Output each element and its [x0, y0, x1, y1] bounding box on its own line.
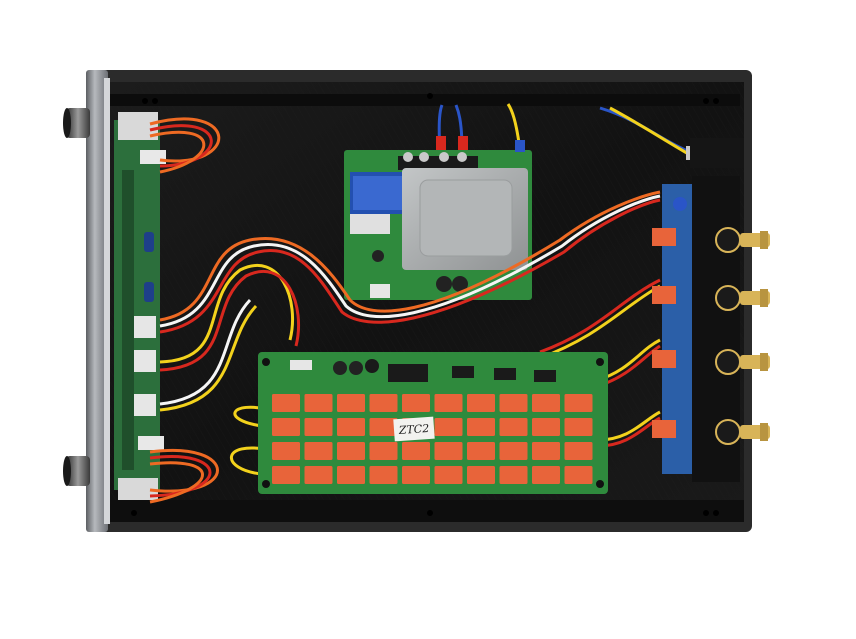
output-relays	[652, 228, 676, 438]
signal-cables	[159, 190, 661, 476]
relay	[467, 466, 495, 484]
relay	[272, 466, 300, 484]
relay	[337, 418, 365, 436]
relay	[532, 394, 560, 412]
relay	[304, 442, 333, 460]
handwritten-note: ZTC2	[397, 422, 429, 437]
relay	[564, 418, 593, 436]
relay	[434, 418, 463, 436]
relay	[467, 418, 495, 436]
relay	[499, 394, 528, 412]
relay	[532, 418, 560, 436]
relay	[467, 442, 495, 460]
relay	[564, 394, 593, 412]
relay	[467, 394, 495, 412]
relay	[337, 394, 365, 412]
relay	[304, 466, 333, 484]
relay	[434, 394, 463, 412]
front-wire-loops	[149, 117, 221, 504]
front-panel	[86, 70, 110, 532]
rca-jack	[715, 227, 770, 253]
relay	[434, 466, 463, 484]
front-control-board	[114, 112, 166, 500]
relay	[369, 442, 398, 460]
relay	[402, 442, 430, 460]
relay	[532, 442, 560, 460]
relay	[499, 466, 528, 484]
relay	[532, 466, 560, 484]
relay	[402, 394, 430, 412]
relay	[369, 418, 398, 436]
output-relay	[652, 228, 676, 246]
handwritten-label: ZTC2	[393, 416, 435, 442]
relay	[304, 394, 333, 412]
relay	[499, 418, 528, 436]
relay	[272, 394, 300, 412]
relay	[369, 394, 398, 412]
relay	[564, 442, 593, 460]
relay	[337, 442, 365, 460]
power-supply-board	[344, 150, 532, 300]
output-relay	[652, 420, 676, 438]
relay	[434, 442, 463, 460]
relay	[369, 466, 398, 484]
rca-output-jacks	[715, 227, 770, 445]
relay	[304, 418, 333, 436]
relay	[402, 466, 430, 484]
relay	[272, 418, 300, 436]
input-knob	[63, 456, 90, 486]
relay	[564, 466, 593, 484]
rca-jack	[715, 349, 770, 375]
output-relay	[652, 350, 676, 368]
rca-jack	[715, 285, 770, 311]
volume-knob	[63, 108, 90, 138]
relay	[272, 442, 300, 460]
rca-jack	[715, 419, 770, 445]
relay	[337, 466, 365, 484]
relay	[499, 442, 528, 460]
output-relay	[652, 286, 676, 304]
